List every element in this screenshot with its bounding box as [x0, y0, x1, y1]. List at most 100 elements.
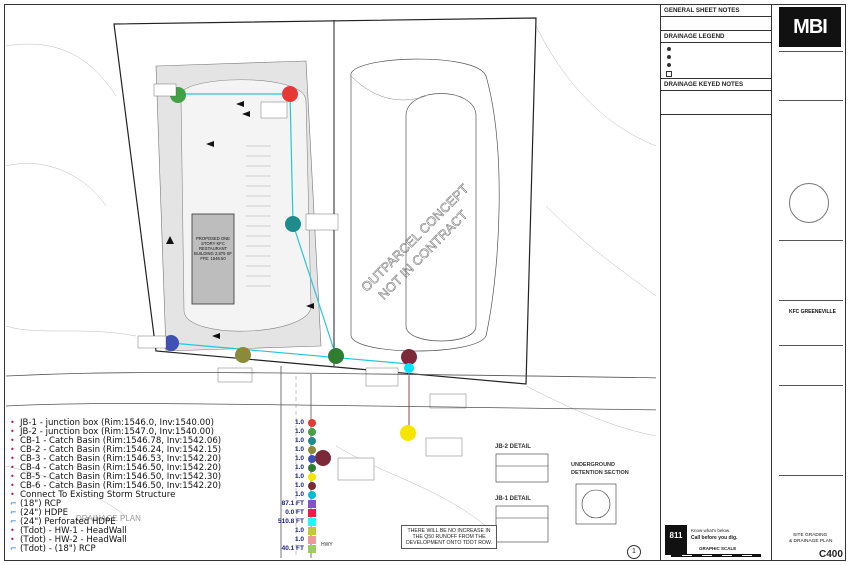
parking-stalls: [246, 145, 271, 287]
cb-1-structure[interactable]: [285, 216, 301, 232]
structure-callouts: [137, 83, 467, 481]
sheet-title-line2: & DRAINAGE PLAN: [789, 539, 833, 544]
pipe-icon: ⌐: [10, 508, 17, 517]
mbi-logo: MBI: [779, 7, 841, 47]
legend-quantity: 1.0: [294, 491, 304, 498]
legend-label: (18") RCP: [20, 499, 62, 509]
road-label: HWY: [321, 542, 333, 548]
legend-quantity: 1.0: [294, 446, 304, 453]
legend-row[interactable]: • JB-1 - junction box (Rim:1546.0, Inv:1…: [8, 418, 320, 428]
call-before-dig-line2: Call before you dig.: [691, 535, 738, 541]
call-before-dig-line1: Know what's below.: [691, 528, 731, 533]
legend-swatch: [308, 509, 316, 517]
cb-3-structure[interactable]: [163, 335, 179, 351]
legend-row[interactable]: • CB-2 - Catch Basin (Rim:1546.24, Inv:1…: [8, 445, 320, 455]
cb-6-structure[interactable]: [401, 349, 417, 365]
outparcel-building-pad: [405, 93, 477, 342]
legend-label: Connect To Existing Storm Structure: [20, 490, 176, 500]
existing-structure[interactable]: [315, 450, 331, 466]
legend-swatch: [308, 491, 316, 499]
outparcel-label-line1: OUTPARCEL CONCEPT: [358, 181, 471, 294]
cb-5-structure[interactable]: [400, 425, 416, 441]
general-notes-body: [661, 17, 771, 31]
legend-bullet-icon: •: [10, 535, 15, 544]
legend-label: JB-1 - junction box (Rim:1546.0, Inv:154…: [20, 418, 214, 428]
legend-swatch: [308, 428, 316, 436]
legend-label: CB-5 - Catch Basin (Rim:1546.50, Inv:154…: [20, 472, 222, 482]
drainage-legend-body: [661, 43, 771, 79]
pipe-icon: ⌐: [10, 499, 17, 508]
legend-row[interactable]: ⌐ (24") Perforated HDPE 510.8 FT: [8, 517, 320, 527]
cb-2-structure[interactable]: [235, 347, 251, 363]
general-notes-heading: GENERAL SHEET NOTES: [661, 5, 771, 17]
legend-bullet-icon: •: [10, 490, 15, 499]
legend-label: (24") Perforated HDPE: [20, 517, 116, 527]
legend-row[interactable]: • CB-4 - Catch Basin (Rim:1546.50, Inv:1…: [8, 463, 320, 473]
legend-bullet-icon: •: [10, 526, 15, 535]
legend-bullet-icon: •: [10, 427, 15, 436]
legend-label: CB-1 - Catch Basin (Rim:1546.78, Inv:154…: [20, 436, 222, 446]
jb-1-structure[interactable]: [282, 86, 298, 102]
legend-label: CB-2 - Catch Basin (Rim:1546.24, Inv:154…: [20, 445, 222, 455]
legend-bullet-icon: •: [10, 436, 15, 445]
legend-row[interactable]: • Connect To Existing Storm Structure 1.…: [8, 490, 320, 500]
legend-swatch: [308, 482, 316, 490]
legend-swatch: [308, 464, 316, 472]
pipe-icon: ⌐: [10, 544, 17, 553]
legend-row[interactable]: ⌐ (18") RCP 87.1 FT: [8, 499, 320, 509]
legend-row[interactable]: • CB-5 - Catch Basin (Rim:1546.50, Inv:1…: [8, 472, 320, 482]
legend-label: CB-6 - Catch Basin (Rim:1546.50, Inv:154…: [20, 481, 222, 491]
legend-row[interactable]: • JB-2 - junction box (Rim:1547.0, Inv:1…: [8, 427, 320, 437]
legend-quantity: 1.0: [294, 437, 304, 444]
drainage-legend-overlay: • JB-1 - junction box (Rim:1546.0, Inv:1…: [8, 418, 320, 554]
legend-label: (Tdot) - (18") RCP: [20, 544, 96, 554]
legend-quantity: 1.0: [294, 473, 304, 480]
drainage-plan-drawing: PROPOSED ONE STORY KFC RESTAURANT BUILDI…: [6, 6, 656, 558]
sheet-number: C400: [819, 549, 843, 560]
legend-row[interactable]: • CB-6 - Catch Basin (Rim:1546.50, Inv:1…: [8, 481, 320, 491]
project-name: KFC GREENEVILLE: [789, 309, 836, 315]
legend-quantity: 1.0: [294, 455, 304, 462]
call-811-badge: 811: [665, 525, 687, 555]
legend-label: (24") HDPE: [20, 508, 69, 518]
sheet-detail-marker: 1: [627, 545, 641, 559]
legend-swatch: [308, 446, 316, 454]
legend-swatch: [308, 437, 316, 445]
legend-label: CB-3 - Catch Basin (Rim:1546.53, Inv:154…: [20, 454, 222, 464]
sheet-notes-column: GENERAL SHEET NOTES DRAINAGE LEGEND DRAI…: [660, 5, 772, 560]
legend-quantity: 40.1 FT: [281, 545, 304, 552]
legend-bullet-icon: •: [10, 418, 15, 427]
legend-swatch: [308, 419, 316, 427]
legend-label: CB-4 - Catch Basin (Rim:1546.50, Inv:154…: [20, 463, 222, 473]
legend-row[interactable]: • CB-1 - Catch Basin (Rim:1546.78, Inv:1…: [8, 436, 320, 446]
outparcel-outline: [350, 58, 500, 352]
underground-detail-title-1: UNDERGROUND: [571, 462, 615, 468]
cb-4-structure[interactable]: [328, 348, 344, 364]
legend-label: (Tdot) - HW-1 - HeadWall: [20, 526, 127, 536]
legend-quantity: 1.0: [294, 482, 304, 489]
legend-swatch: [308, 536, 316, 544]
legend-bullet-icon: •: [10, 454, 15, 463]
connect-existing-structure[interactable]: [404, 363, 414, 373]
legend-swatch: [308, 473, 316, 481]
legend-quantity: 1.0: [294, 536, 304, 543]
sheet-border: [4, 4, 846, 561]
legend-label: (Tdot) - HW-2 - HeadWall: [20, 535, 127, 545]
legend-quantity: 1.0: [294, 419, 304, 426]
legend-row[interactable]: ⌐ (24") HDPE 0.0 FT: [8, 508, 320, 518]
legend-quantity: 87.1 FT: [281, 500, 304, 507]
legend-label: JB-2 - junction box (Rim:1547.0, Inv:154…: [20, 427, 214, 437]
legend-row[interactable]: • (Tdot) - HW-1 - HeadWall 1.0: [8, 526, 320, 536]
pipe-icon: ⌐: [10, 517, 17, 526]
graphic-scale-label: GRAPHIC SCALE: [699, 546, 737, 551]
sheet-title-line1: SITE GRADING: [793, 533, 828, 538]
legend-row[interactable]: • CB-3 - Catch Basin (Rim:1546.53, Inv:1…: [8, 454, 320, 464]
legend-swatch: [308, 518, 316, 526]
legend-row[interactable]: ⌐ (Tdot) - (18") RCP 40.1 FT: [8, 544, 320, 554]
keyed-notes-body: [661, 91, 771, 115]
engineer-seal: [789, 183, 829, 223]
property-boundary: [113, 17, 537, 385]
drawing-caption: DRAINAGE PLAN: [76, 514, 141, 523]
legend-row[interactable]: • (Tdot) - HW-2 - HeadWall 1.0: [8, 535, 320, 545]
building-label: PROPOSED ONE STORY KFC RESTAURANT BUILDI…: [194, 236, 232, 261]
